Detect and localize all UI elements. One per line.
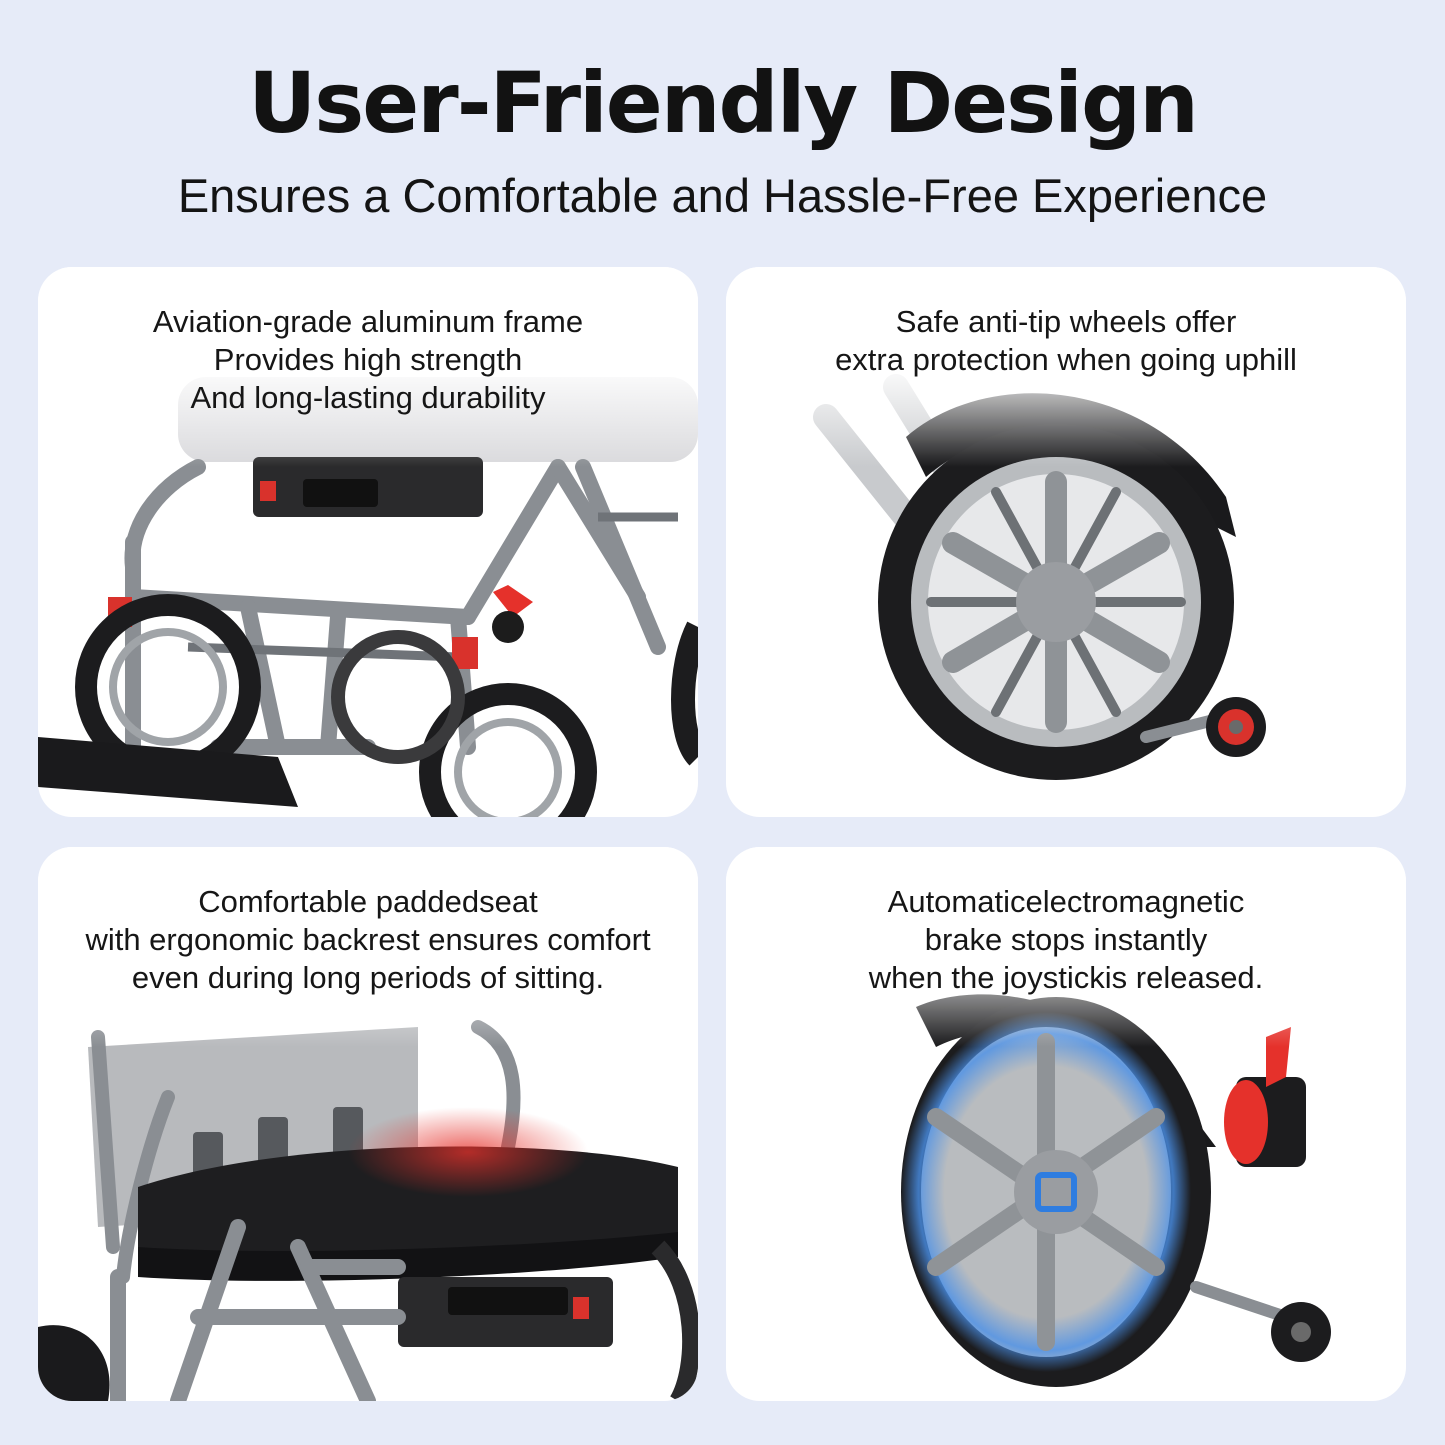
card-fade — [38, 847, 698, 1047]
feature-line: Comfortable paddedseat — [198, 884, 538, 919]
card-fade — [726, 847, 1406, 1047]
feature-card-frame: Aviation-grade aluminum frame Provides h… — [38, 267, 698, 817]
feature-text-frame: Aviation-grade aluminum frame Provides h… — [38, 303, 698, 417]
feature-line: Automaticelectromagnetic — [887, 884, 1245, 919]
feature-line: Aviation-grade aluminum frame — [152, 304, 584, 339]
feature-line: Safe anti-tip wheels offer — [895, 304, 1237, 339]
feature-line: Provides high strength — [213, 342, 523, 377]
card-fade — [38, 267, 698, 467]
feature-text-brake: Automaticelectromagnetic brake stops ins… — [726, 883, 1406, 997]
brake-wheel-image — [901, 994, 1331, 1387]
feature-line: when the joystickis released. — [868, 960, 1264, 995]
page-title: User-Friendly Design — [248, 54, 1199, 152]
feature-line: And long-lasting durability — [190, 380, 546, 415]
feature-text-anti-tip: Safe anti-tip wheels offer extra protect… — [726, 303, 1406, 379]
card-fade — [726, 267, 1406, 467]
feature-text-seat: Comfortable paddedseat with ergonomic ba… — [38, 883, 698, 997]
page-subtitle: Ensures a Comfortable and Hassle-Free Ex… — [177, 169, 1268, 222]
feature-line: brake stops instantly — [924, 922, 1208, 957]
feature-line: extra protection when going uphill — [835, 342, 1297, 377]
feature-card-brake: Automaticelectromagnetic brake stops ins… — [726, 847, 1406, 1401]
feature-card-anti-tip: Safe anti-tip wheels offer extra protect… — [726, 267, 1406, 817]
feature-line: even during long periods of sitting. — [131, 960, 605, 995]
feature-line: with ergonomic backrest ensures comfort — [85, 922, 651, 957]
header: User-Friendly Design Ensures a Comfortab… — [0, 0, 1445, 260]
padded-seat-image — [38, 1020, 698, 1401]
feature-card-seat: Comfortable paddedseat with ergonomic ba… — [38, 847, 698, 1401]
